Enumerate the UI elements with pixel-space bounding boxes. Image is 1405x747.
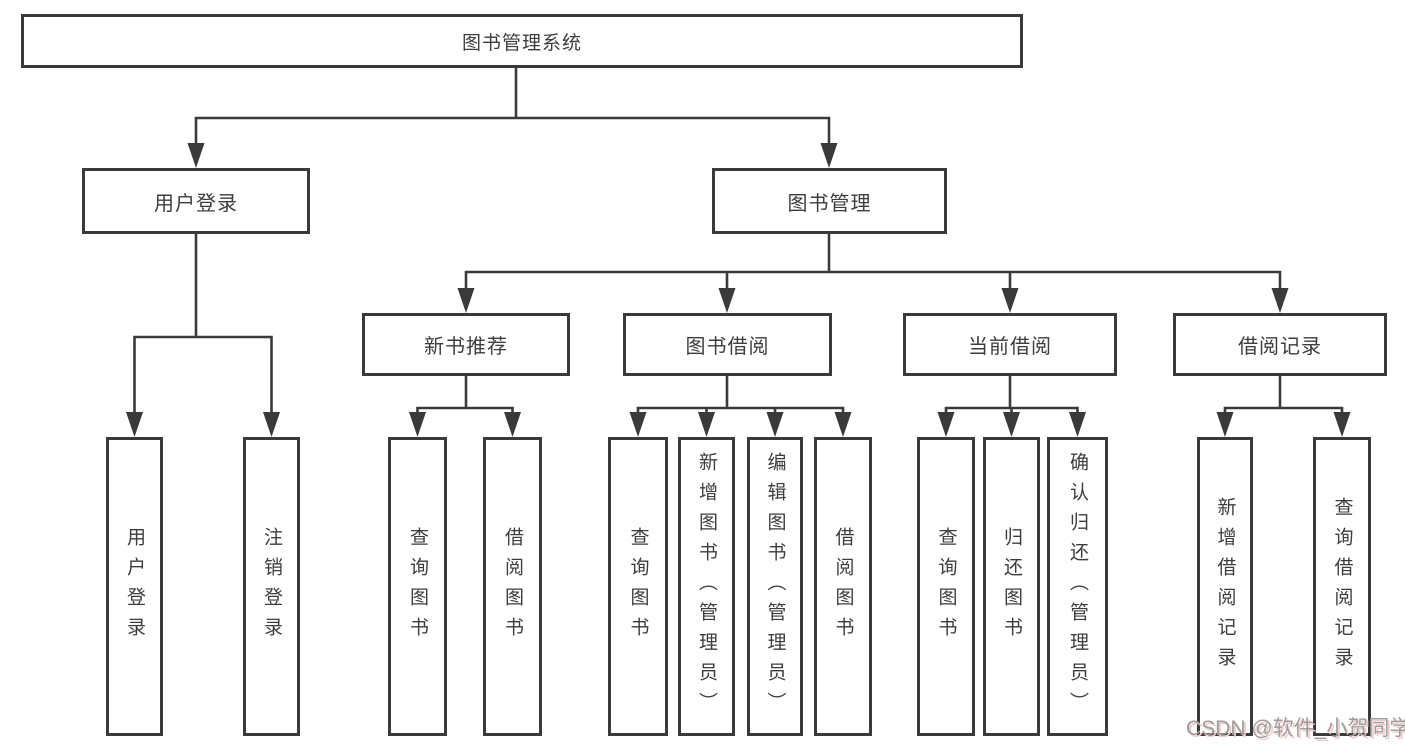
leaf-label: 查询借阅记录 [1331, 496, 1353, 677]
csdn-watermark: CSDN @软件_小贺同学 [1186, 717, 1405, 740]
arrowhead-icon [457, 288, 475, 313]
leaf-label: 注销登录 [261, 526, 282, 647]
leaf-label: 查询图书 [935, 526, 957, 647]
arrowhead-icon [187, 143, 205, 168]
leaf-search-books-current: 查询图书 [917, 437, 975, 736]
leaf-label: 确认归还（管理员） [1067, 451, 1088, 722]
connector-book-borrowing-to-leaves [629, 374, 852, 437]
arrowhead-icon [629, 412, 647, 437]
arrowhead-icon [409, 412, 426, 437]
node-new-book-recommend: 新书推荐 [362, 313, 570, 376]
arrowhead-icon [1271, 288, 1289, 313]
connector-borrow-records-to-leaves [1216, 374, 1351, 437]
leaf-logout: 注销登录 [243, 437, 300, 736]
arrowhead-icon [937, 412, 955, 437]
leaf-label: 借阅图书 [502, 526, 523, 647]
leaf-edit-books-admin: 编辑图书（管理员） [747, 437, 803, 736]
arrowhead-icon [718, 288, 736, 313]
arrowhead-icon [1001, 288, 1019, 313]
arrowhead-icon [766, 412, 784, 437]
connector-root-to-level2 [187, 66, 838, 168]
arrowhead-icon [126, 412, 143, 437]
leaf-label: 用户登录 [124, 526, 145, 647]
leaf-label: 查询图书 [407, 526, 428, 647]
leaf-label: 新增图书（管理员） [696, 451, 717, 722]
leaf-search-books-recommend: 查询图书 [388, 437, 447, 736]
connector-new-book-recommend-to-leaves [409, 374, 521, 437]
leaf-add-books-admin: 新增图书（管理员） [678, 437, 735, 736]
leaf-return-books: 归还图书 [983, 437, 1040, 736]
arrowhead-icon [820, 143, 838, 168]
node-current-borrowing: 当前借阅 [903, 313, 1117, 376]
arrowhead-icon [834, 412, 852, 437]
leaf-label: 编辑图书（管理员） [764, 451, 786, 722]
node-borrow-records: 借阅记录 [1173, 313, 1387, 376]
arrowhead-icon [1216, 412, 1234, 437]
leaf-label: 查询图书 [627, 526, 649, 647]
leaf-search-books-borrowing: 查询图书 [608, 437, 668, 736]
leaf-user-login: 用户登录 [106, 437, 163, 736]
leaf-label: 借阅图书 [832, 526, 854, 647]
node-user-login: 用户登录 [82, 168, 310, 234]
node-book-management: 图书管理 [712, 168, 947, 234]
connector-user-login-to-leaves [126, 232, 280, 437]
arrowhead-icon [1003, 412, 1020, 437]
leaf-search-borrow-record: 查询借阅记录 [1313, 437, 1371, 736]
node-system-root: 图书管理系统 [21, 14, 1023, 68]
leaf-label: 新增借阅记录 [1214, 496, 1236, 677]
arrowhead-icon [1069, 412, 1086, 437]
connector-book-management-to-level3 [457, 232, 1289, 313]
leaf-confirm-return-admin: 确认归还（管理员） [1047, 437, 1108, 736]
leaf-borrow-books-borrowing: 借阅图书 [814, 437, 872, 736]
arrowhead-icon [504, 412, 521, 437]
leaf-label: 归还图书 [1001, 526, 1022, 647]
leaf-borrow-books-recommend: 借阅图书 [483, 437, 542, 736]
leaf-add-borrow-record: 新增借阅记录 [1197, 437, 1253, 736]
arrowhead-icon [1333, 412, 1351, 437]
arrowhead-icon [263, 412, 280, 437]
node-book-borrowing: 图书借阅 [623, 313, 832, 376]
connector-current-borrowing-to-leaves [937, 374, 1086, 437]
arrowhead-icon [698, 412, 715, 437]
